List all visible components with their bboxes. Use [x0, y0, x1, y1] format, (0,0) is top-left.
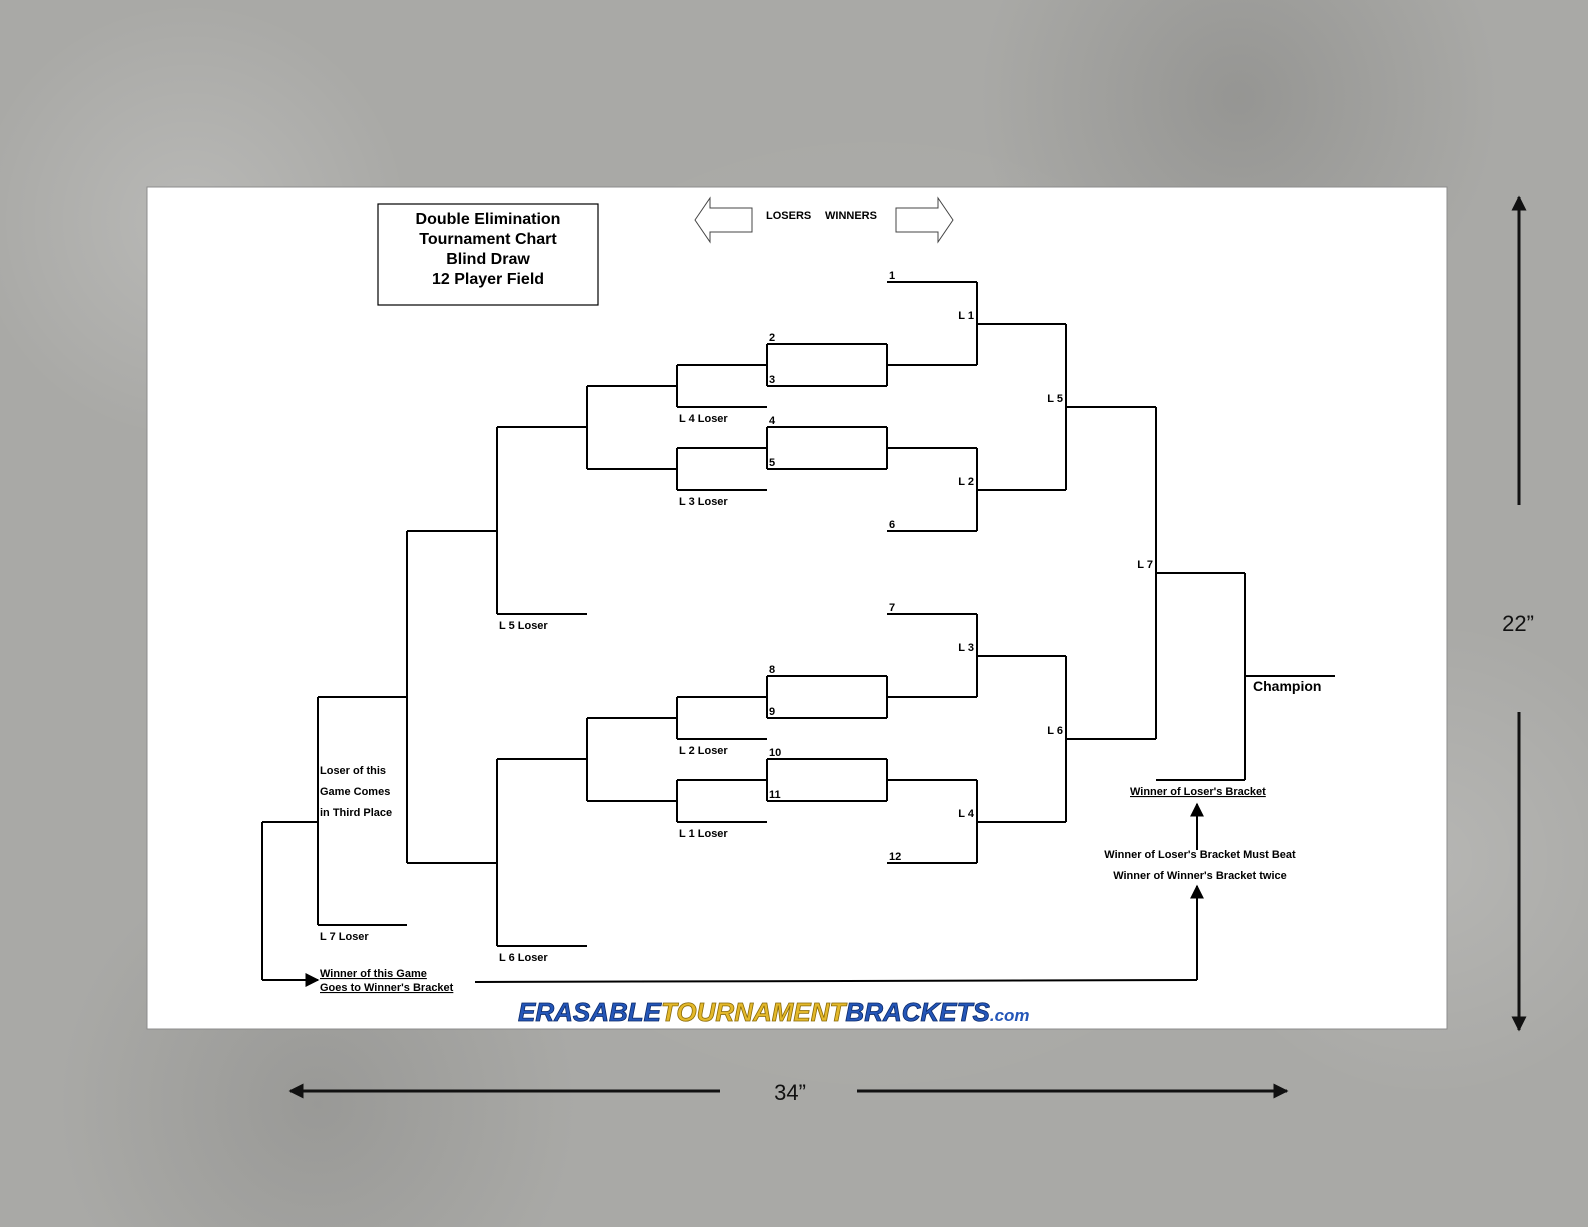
direction-indicator: LOSERS WINNERS [694, 196, 954, 244]
game-l6-label: L 6 [1047, 725, 1063, 737]
losers-bracket-lines [261, 364, 1204, 987]
title-line-4: 12 Player Field [432, 271, 544, 288]
game-l2-label: L 2 [958, 476, 974, 488]
arrow-left-icon [694, 196, 753, 244]
winner-note-line-2: Goes to Winner's Bracket [320, 982, 454, 994]
must-beat-line-1: Winner of Loser's Bracket Must Beat [1104, 849, 1296, 861]
champion-label: Champion [1253, 678, 1321, 694]
brand-part-2: TOURNAMENT [661, 997, 848, 1027]
game-l7-label: L 7 [1137, 559, 1153, 571]
winners-bracket-lines [766, 281, 1335, 864]
seed-5: 5 [769, 457, 775, 469]
seed-1: 1 [889, 270, 895, 282]
height-dimension: 22” [1502, 195, 1534, 1032]
slot-l5-loser: L 5 Loser [499, 620, 548, 632]
brand-logo: ERASABLETOURNAMENTBRACKETS.com [518, 997, 1030, 1027]
slot-l4-loser: L 4 Loser [679, 413, 728, 425]
game-l1-label: L 1 [958, 310, 974, 322]
game-l5-label: L 5 [1047, 393, 1063, 405]
slot-l1-loser: L 1 Loser [679, 828, 728, 840]
title-line-1: Double Elimination [416, 211, 561, 228]
must-beat-line-2: Winner of Winner's Bracket twice [1113, 870, 1287, 882]
bracket-board [146, 186, 1448, 1030]
slot-l2-loser: L 2 Loser [679, 745, 728, 757]
seed-6: 6 [889, 519, 895, 531]
winners-direction-label: WINNERS [825, 210, 877, 222]
seed-labels: 1 2 3 4 5 6 7 8 9 10 11 12 [769, 270, 901, 863]
third-place-line-2: Game Comes [320, 786, 390, 798]
loser-slot-labels: L 4 Loser L 3 Loser L 2 Loser L 1 Loser … [320, 413, 728, 964]
must-beat-note: Winner of Loser's Bracket Must Beat Winn… [1104, 849, 1296, 882]
title-line-3: Blind Draw [446, 251, 530, 268]
third-place-line-3: in Third Place [320, 807, 392, 819]
seed-10: 10 [769, 747, 781, 759]
seed-8: 8 [769, 664, 775, 676]
seed-2: 2 [769, 332, 775, 344]
brand-part-1: ERASABLE [518, 997, 662, 1027]
seed-9: 9 [769, 706, 775, 718]
height-dimension-label: 22” [1502, 611, 1534, 636]
brand-suffix: .com [990, 1006, 1030, 1025]
game-l3-label: L 3 [958, 642, 974, 654]
arrow-right-icon [895, 196, 954, 244]
seed-7: 7 [889, 602, 895, 614]
winners-game-labels: L 1 L 2 L 3 L 4 L 5 L 6 L 7 [958, 310, 1153, 820]
title-line-2: Tournament Chart [419, 231, 557, 248]
width-dimension-label: 34” [774, 1080, 806, 1105]
width-dimension: 34” [288, 1080, 1289, 1105]
third-place-line-1: Loser of this [320, 765, 386, 777]
third-place-note: Loser of this Game Comes in Third Place [320, 765, 392, 819]
game-l4-label: L 4 [958, 808, 975, 820]
seed-11: 11 [769, 789, 781, 801]
winner-bracket-note: Winner of this Game Goes to Winner's Bra… [320, 968, 454, 994]
slot-l3-loser: L 3 Loser [679, 496, 728, 508]
winner-note-line-1: Winner of this Game [320, 968, 427, 980]
chart-title-box: Double Elimination Tournament Chart Blin… [377, 203, 599, 306]
slot-l7-loser: L 7 Loser [320, 931, 369, 943]
seed-3: 3 [769, 374, 775, 386]
seed-12: 12 [889, 851, 901, 863]
seed-4: 4 [769, 415, 776, 427]
brand-part-3: BRACKETS [845, 997, 990, 1027]
losers-direction-label: LOSERS [766, 210, 811, 222]
losers-bracket-winner-label: Winner of Loser's Bracket [1130, 786, 1266, 798]
slot-l6-loser: L 6 Loser [499, 952, 548, 964]
